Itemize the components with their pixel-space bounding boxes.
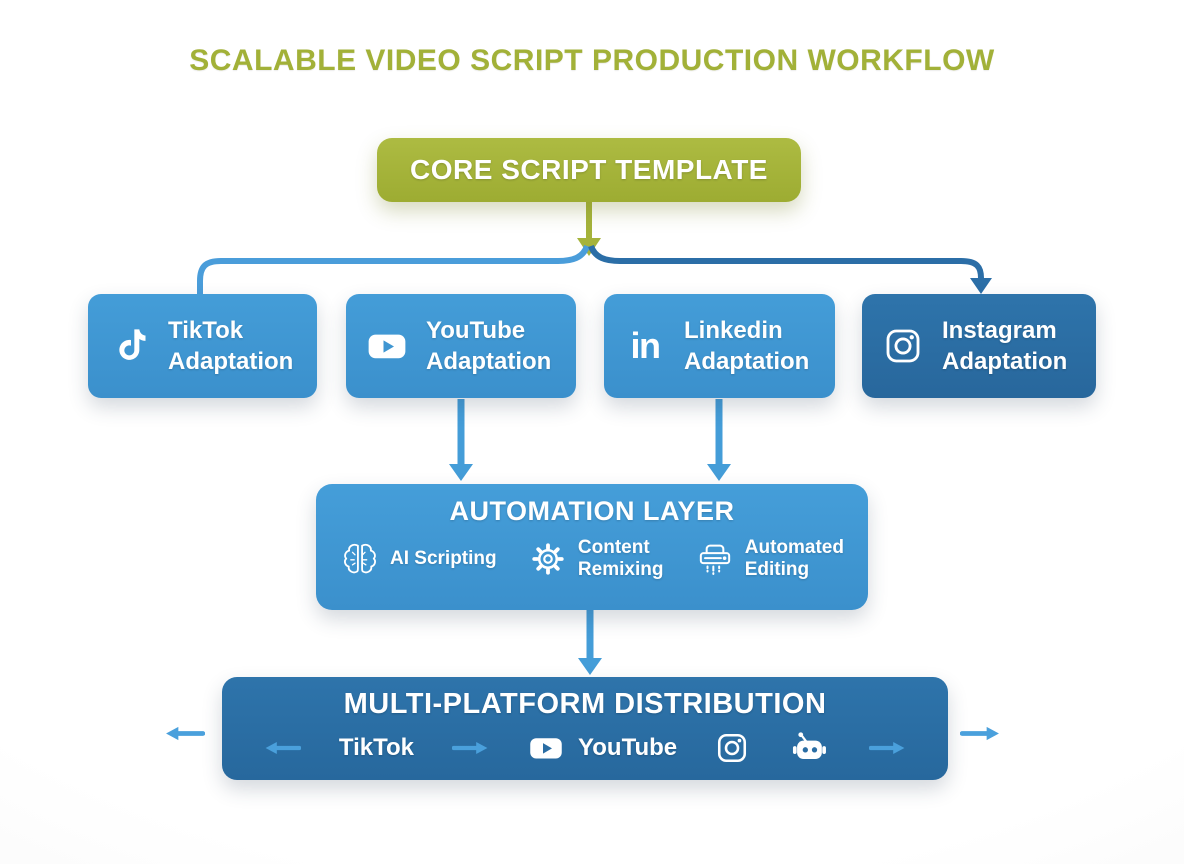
linkedin-adaptation-box: in Linkedin Adaptation [604, 294, 835, 398]
robot-icon [787, 726, 831, 770]
platform-label: YouTube Adaptation [426, 316, 552, 375]
distribution-row: TikTok YouTube [222, 726, 948, 770]
instagram-icon [882, 325, 924, 367]
platform-label: Instagram Adaptation [942, 316, 1068, 375]
distribution-youtube-label: YouTube [578, 734, 678, 761]
shredder-icon [695, 539, 735, 579]
automation-item-label: Content Remixing [577, 537, 664, 580]
arrow-right-icon [959, 725, 1002, 747]
tiktok-icon [108, 325, 150, 367]
youtube-adaptation-box: YouTube Adaptation [346, 294, 576, 398]
instagram-icon [715, 731, 749, 765]
automation-items: AI Scripting [316, 527, 868, 581]
brain-icon [340, 539, 380, 579]
arrow-left-icon [263, 740, 301, 756]
automation-item-label: AI Scripting [390, 547, 497, 569]
platform-label: TikTok Adaptation [168, 316, 294, 375]
linkedin-icon: in [630, 325, 662, 366]
instagram-adaptation-box: Instagram Adaptation [862, 294, 1096, 398]
distribution-tiktok-label: TikTok [338, 734, 415, 761]
gear-icon [528, 539, 568, 579]
content-remixing-item: Content Remixing [528, 537, 664, 581]
automation-item-label: Automated Editing [744, 537, 844, 580]
arrow-right-icon [452, 740, 490, 756]
ai-scripting-item: AI Scripting [340, 537, 497, 581]
youtube-icon [366, 325, 408, 367]
distribution-title: MULTI-PLATFORM DISTRIBUTION [343, 688, 827, 720]
automation-layer-box: AUTOMATION LAYER AI Scripting [316, 484, 868, 610]
youtube-icon [528, 730, 564, 766]
automated-editing-item: Automated Editing [695, 537, 844, 581]
core-script-template-box: CORE SCRIPT TEMPLATE [377, 138, 801, 202]
arrow-left-icon [163, 725, 206, 747]
multi-platform-distribution-box: MULTI-PLATFORM DISTRIBUTION TikTok YouTu… [222, 677, 948, 780]
page-title: SCALABLE VIDEO SCRIPT PRODUCTION WORKFLO… [189, 44, 995, 77]
automation-layer-title: AUTOMATION LAYER [449, 496, 735, 526]
tiktok-adaptation-box: TikTok Adaptation [88, 294, 317, 398]
arrow-right-icon [869, 740, 907, 756]
platform-label: Linkedin Adaptation [684, 316, 810, 375]
core-script-template-label: CORE SCRIPT TEMPLATE [410, 154, 768, 185]
